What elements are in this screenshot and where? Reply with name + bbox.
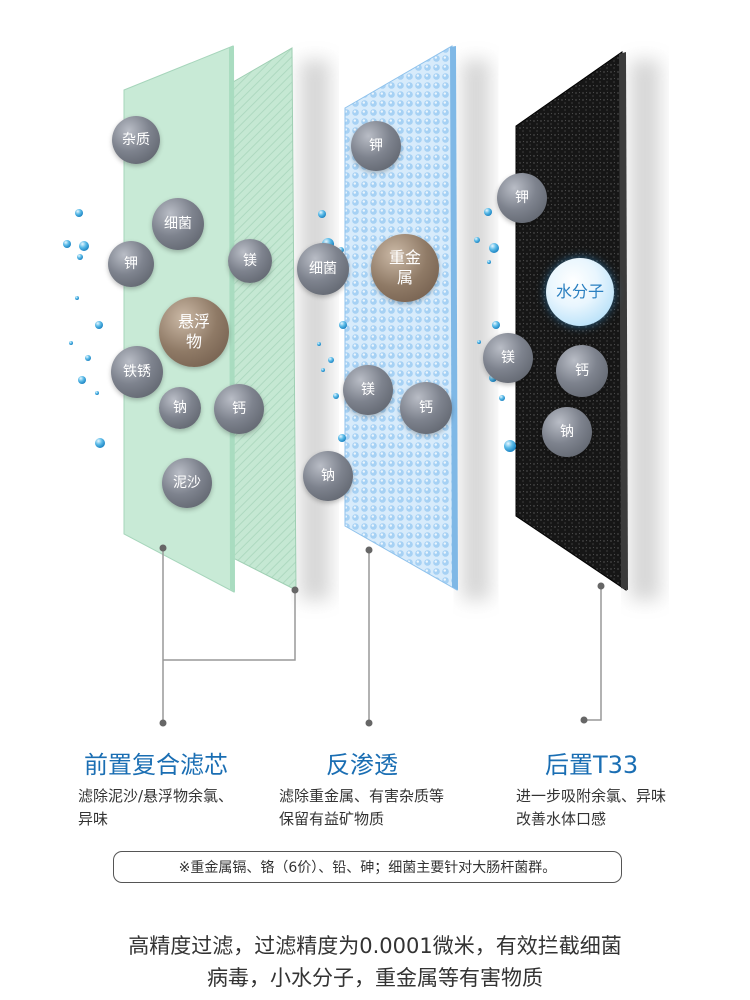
stage-title-t33: 后置T33: [545, 751, 639, 779]
particle-sodium: 钠: [542, 407, 592, 457]
carbon-filter-edge: [619, 52, 628, 590]
footnote-box: ※重金属镉、铬（6价）、铅、砷；细菌主要针对大肠杆菌群。: [113, 851, 622, 883]
pre-filter-front-edge: [229, 46, 235, 592]
particle-rust: 铁锈: [111, 346, 163, 398]
summary-line-1: 高精度过滤，过滤精度为0.0001微米，有效拦截细菌: [128, 934, 622, 958]
particle-potassium: 钾: [351, 121, 401, 171]
particle-potassium: 钾: [108, 241, 154, 287]
summary-line-2: 病毒，小水分子，重金属等有害物质: [207, 966, 543, 990]
stage-title-pre-filter: 前置复合滤芯: [84, 751, 228, 779]
particle-potassium: 钾: [497, 173, 547, 223]
particle-bacteria: 细菌: [297, 243, 349, 295]
particle-magnesium: 镁: [228, 239, 272, 283]
stage-desc-t33: 进一步吸附余氯、异味 改善水体口感: [516, 787, 667, 828]
particle-water-molecule: 水分子: [546, 258, 614, 326]
particle-sodium: 钠: [303, 451, 353, 501]
stage-desc-pre-filter: 滤除泥沙/悬浮物余氯、 异味: [78, 787, 234, 828]
particle-heavy-metal: 重金 属: [371, 234, 439, 302]
footnote-text: ※重金属镉、铬（6价）、铅、砷；细菌主要针对大肠杆菌群。: [178, 860, 557, 876]
leader-dots: [159, 544, 605, 727]
particle-calcium: 钙: [556, 345, 608, 397]
stage-desc-ro: 滤除重金属、有害杂质等 保留有益矿物质: [279, 787, 445, 828]
particle-impurity: 杂质: [112, 116, 160, 164]
particle-sand: 泥沙: [162, 458, 212, 508]
leader-lines: [162, 548, 602, 723]
ro-membrane-edge: [450, 46, 458, 590]
stage-title-ro: 反渗透: [326, 751, 398, 779]
particle-magnesium: 镁: [483, 333, 533, 383]
particle-magnesium: 镁: [343, 365, 393, 415]
particle-suspended-matter: 悬浮 物: [159, 297, 229, 367]
particle-sodium: 钠: [159, 387, 201, 429]
pre-filter-back-sheet: [232, 47, 297, 591]
particle-calcium: 钙: [400, 382, 452, 434]
particle-bacteria: 细菌: [152, 198, 204, 250]
particle-calcium: 钙: [214, 384, 264, 434]
